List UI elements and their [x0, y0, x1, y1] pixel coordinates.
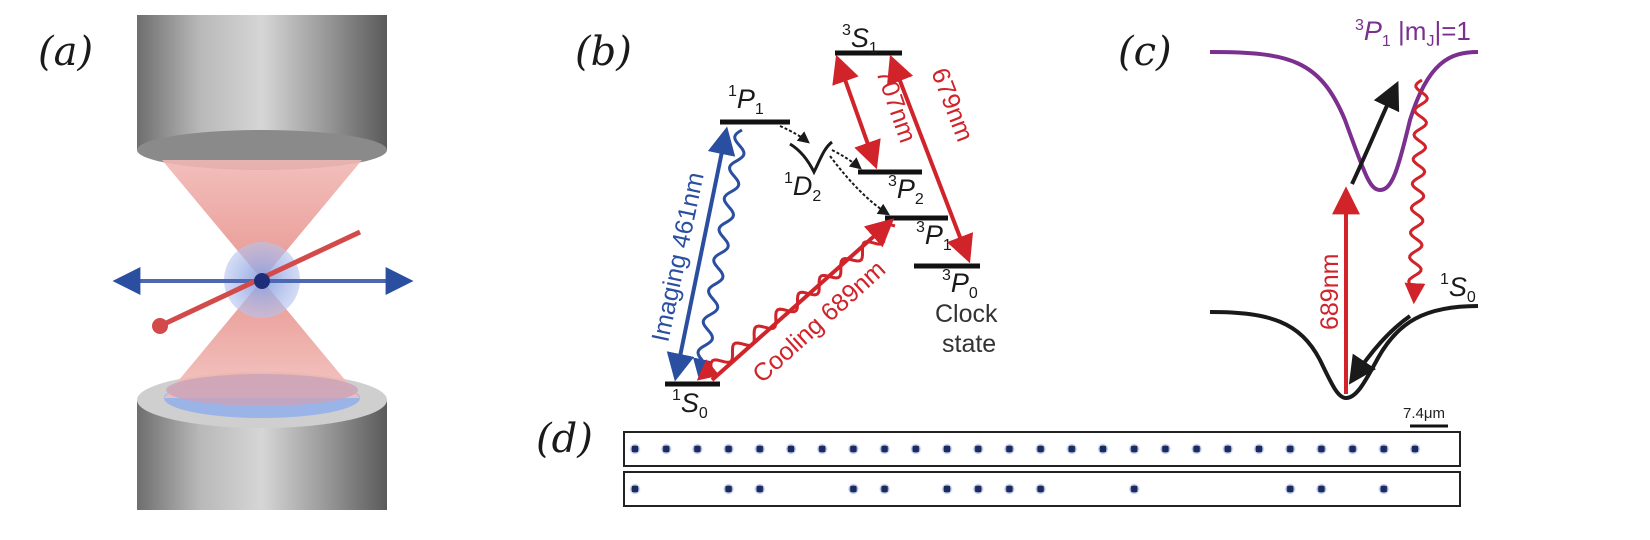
row-1-atoms	[629, 443, 1421, 455]
atom-site-core	[1412, 446, 1418, 452]
lower-beam-cone	[164, 280, 360, 398]
level-label-1s0: 1S0	[672, 387, 708, 422]
slide-down-arrow	[1348, 314, 1412, 385]
atom-site-core	[850, 446, 857, 452]
atom-site-core	[756, 486, 763, 492]
ground-state-potential	[1209, 304, 1479, 401]
cooling-arrow	[710, 218, 895, 382]
cooling-label: Cooling 689nm	[747, 255, 891, 388]
atom-site-core	[1256, 446, 1262, 452]
atom-site-core	[1349, 446, 1356, 452]
atom-site-core	[1318, 486, 1325, 492]
atom	[254, 273, 270, 289]
atom-site-core	[632, 486, 638, 492]
atom-site-core	[663, 446, 670, 452]
atom-site-core	[912, 446, 919, 452]
top-objective	[137, 15, 387, 150]
atom-site-core	[1380, 446, 1387, 452]
atom-site-core	[881, 446, 888, 452]
clock-note-line1: Clock	[935, 300, 998, 328]
panel-label-c: (c)	[1118, 29, 1172, 75]
cooling-decay-wavy-arrow	[696, 223, 896, 381]
ground-state-label: 1S0	[1440, 271, 1476, 306]
arrow-707nm	[832, 54, 881, 170]
atom-site-core	[756, 446, 763, 452]
decay-to-3p1-arrow	[829, 155, 891, 216]
lens-reflection	[166, 374, 358, 406]
atom-site-core	[1287, 486, 1294, 492]
arrow-679nm	[886, 54, 974, 264]
clock-note-line2: state	[942, 330, 996, 358]
atom-site-core	[1006, 446, 1013, 452]
level-label-3s1: 3S1	[842, 22, 878, 57]
potential-diagram: 3P1 |mJ|=1 1S0 689nm	[1209, 16, 1479, 401]
panel-label-b: (b)	[575, 29, 632, 75]
level-label-1d2: 1D2	[784, 170, 821, 205]
panel-label-a: (a)	[38, 29, 93, 75]
atom-site-core	[632, 446, 638, 452]
atom-site-core	[1380, 486, 1387, 492]
atom-site-core	[1193, 446, 1200, 452]
imaging-arrow	[666, 126, 736, 382]
label-679nm: 679nm	[925, 64, 979, 145]
excitation-label: 689nm	[1316, 254, 1344, 330]
atom-site-core	[975, 486, 982, 492]
atom-site-core	[725, 486, 732, 492]
atom-site-core	[788, 446, 794, 452]
cooling-beam-end	[152, 318, 168, 334]
atom-site-core	[1006, 486, 1013, 492]
d2-level-curve	[789, 140, 833, 176]
label-707nm: 707nm	[870, 65, 921, 146]
row-2-atoms	[629, 483, 1390, 495]
excited-state-potential	[1209, 50, 1479, 193]
atom-array-images: 7.4μm	[623, 405, 1461, 507]
energy-level-diagram: 3S1 1P1 1D2 3P2 3P1 3P0 1S0 Clock state …	[646, 22, 998, 422]
optical-setup-illustration	[112, 15, 414, 510]
atom-site-core	[975, 446, 982, 452]
panel-label-d: (d)	[536, 416, 593, 462]
excited-state-label: 3P1 |mJ|=1	[1355, 16, 1471, 50]
atom-site-core	[1162, 446, 1169, 452]
atom-site-core	[944, 486, 950, 492]
level-label-3p1: 3P1	[916, 219, 952, 254]
decay-to-3p2-arrow	[831, 149, 862, 170]
atom-site-core	[819, 446, 826, 452]
atom-site-core	[1318, 446, 1325, 452]
atom-site-core	[1068, 446, 1075, 452]
atom-site-core	[694, 446, 701, 452]
atom-site-core	[1224, 446, 1231, 452]
atom-site-core	[944, 446, 950, 452]
atom-site-core	[850, 486, 857, 492]
atom-site-core	[1131, 486, 1138, 492]
atom-site-core	[881, 486, 888, 492]
atom-site-core	[1037, 486, 1044, 492]
level-label-1p1: 1P1	[728, 83, 764, 118]
atom-site-core	[1131, 446, 1138, 452]
level-label-3p2: 3P2	[888, 173, 924, 208]
atom-site-core	[1287, 446, 1294, 452]
level-label-3p0: 3P0	[942, 267, 978, 302]
climb-arrow	[1350, 80, 1400, 185]
decay-to-1d2-arrow	[779, 125, 810, 144]
imaging-decay-wavy-arrow	[692, 128, 746, 381]
atom-site-core	[725, 446, 732, 452]
atom-site-core	[1100, 446, 1106, 452]
upper-beam-cone	[162, 160, 362, 280]
spontaneous-decay-wavy-arrow	[1404, 78, 1429, 305]
scale-bar-label: 7.4μm	[1403, 405, 1445, 422]
atom-site-core	[1037, 446, 1044, 452]
